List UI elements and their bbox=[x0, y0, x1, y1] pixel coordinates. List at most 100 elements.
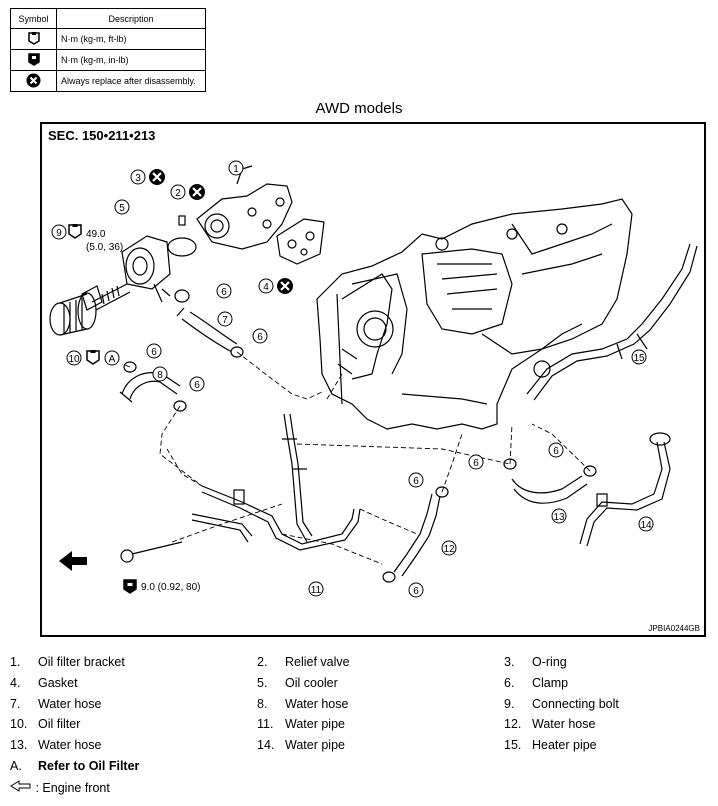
callout-9: 9 bbox=[51, 224, 67, 240]
svg-text:8: 8 bbox=[157, 370, 163, 381]
svg-text:3: 3 bbox=[135, 173, 141, 184]
callout-5: 5 bbox=[114, 199, 130, 215]
parts-list-item: 12.Water hose bbox=[504, 717, 596, 731]
parts-list-item: 4.Gasket bbox=[10, 676, 78, 690]
svg-text:10: 10 bbox=[68, 354, 80, 365]
callout-numbers: 1 2 3 4 5 6 6 6 6 6 6 6 6 7 8 9 10 11 12… bbox=[51, 160, 654, 598]
svg-text:4: 4 bbox=[263, 282, 269, 293]
oil-filter bbox=[49, 292, 97, 336]
parts-list-item: 5.Oil cooler bbox=[257, 676, 338, 690]
svg-text:6: 6 bbox=[194, 380, 200, 391]
callout-7: 7 bbox=[217, 311, 233, 327]
ref-a-mark: A bbox=[104, 350, 120, 366]
parts-list-item: 10.Oil filter bbox=[10, 717, 81, 731]
callout-6c: 6 bbox=[146, 343, 162, 359]
svg-text:14: 14 bbox=[640, 520, 652, 531]
engine-front-arrow-icon bbox=[10, 780, 31, 792]
water-hose-13 bbox=[511, 475, 588, 504]
svg-text:12: 12 bbox=[443, 544, 455, 555]
svg-text:6: 6 bbox=[473, 458, 479, 469]
parts-list-item: 15.Heater pipe bbox=[504, 738, 597, 752]
callout-12: 12 bbox=[441, 540, 457, 556]
symbol-legend-table: Symbol Description N·m (kg-m, ft-lb) N·m… bbox=[10, 8, 206, 92]
parts-list-item: 1.Oil filter bracket bbox=[10, 655, 125, 669]
connecting-bolt-torque-alt: (5.0, 36) bbox=[86, 242, 123, 253]
legend-desc-2: N·m (kg-m, in-lb) bbox=[56, 49, 206, 71]
diagram-title: AWD models bbox=[315, 100, 403, 117]
engine-front-arrow-icon bbox=[59, 551, 87, 571]
water-pipe-14 bbox=[579, 432, 671, 547]
legend-header-symbol: Symbol bbox=[10, 8, 57, 29]
legend-header-description: Description bbox=[56, 8, 206, 29]
legend-desc-3: Always replace after disassembly. bbox=[56, 70, 206, 92]
reference-link[interactable]: Refer to Oil Filter bbox=[38, 759, 140, 773]
dashed-leaders bbox=[121, 351, 591, 565]
always-replace-icon bbox=[187, 182, 207, 202]
torque-nm-kgm-ftlb-icon bbox=[10, 28, 57, 50]
parts-list-item: 11.Water pipe bbox=[257, 717, 345, 731]
callout-14: 14 bbox=[638, 516, 654, 532]
reference-note: A.Refer to Oil Filter bbox=[10, 759, 140, 773]
parts-list-item: 3.O-ring bbox=[504, 655, 567, 669]
connecting-bolt-torque: 49.0 bbox=[86, 229, 106, 240]
parts-list-item: 14.Water pipe bbox=[257, 738, 345, 752]
parts-list-item: 13.Water hose bbox=[10, 738, 102, 752]
oil-filter-bracket bbox=[196, 165, 293, 250]
callout-6h: 6 bbox=[408, 582, 424, 598]
parts-list-item: 6.Clamp bbox=[504, 676, 569, 690]
svg-text:A: A bbox=[109, 354, 116, 365]
torque-nm-kgm-inlb-icon bbox=[123, 579, 137, 594]
callout-15: 15 bbox=[631, 349, 647, 365]
section-label: SEC. 150•211•213 bbox=[48, 128, 155, 143]
torque-nm-kgm-inlb-icon bbox=[10, 49, 57, 71]
svg-text:6: 6 bbox=[221, 287, 227, 298]
callout-6a: 6 bbox=[216, 283, 232, 299]
callout-6f: 6 bbox=[548, 442, 564, 458]
engine-front-label: : Engine front bbox=[35, 781, 110, 795]
svg-text:2: 2 bbox=[175, 188, 181, 199]
svg-text:11: 11 bbox=[311, 585, 322, 596]
gasket bbox=[276, 218, 325, 265]
figure-id: JPBIA0244GB bbox=[648, 624, 700, 633]
callout-13: 13 bbox=[551, 508, 567, 524]
svg-text:6: 6 bbox=[413, 476, 419, 487]
always-replace-icon bbox=[10, 70, 57, 92]
torque-nm-kgm-ftlb-icon bbox=[68, 223, 82, 239]
svg-text:7: 7 bbox=[222, 315, 228, 326]
engine-block bbox=[316, 198, 633, 430]
svg-text:6: 6 bbox=[257, 332, 263, 343]
heater-pipe-15 bbox=[526, 243, 698, 401]
svg-text:6: 6 bbox=[553, 446, 559, 457]
connecting-bolt bbox=[81, 283, 131, 311]
svg-text:13: 13 bbox=[553, 512, 565, 523]
callout-6e: 6 bbox=[468, 454, 484, 470]
water-hose-12 bbox=[393, 493, 441, 577]
exploded-diagram: SEC. 150•211•213 bbox=[48, 128, 698, 598]
torque-nm-kgm-ftlb-icon bbox=[86, 349, 100, 365]
legend-desc-1: N·m (kg-m, ft-lb) bbox=[56, 28, 206, 50]
callout-6d: 6 bbox=[189, 376, 205, 392]
callout-3: 3 bbox=[130, 169, 146, 185]
water-pipe-bolt-torque: 9.0 (0.92, 80) bbox=[141, 582, 200, 593]
parts-list-item: 2.Relief valve bbox=[257, 655, 350, 669]
callout-11: 11 bbox=[308, 581, 324, 597]
svg-text:6: 6 bbox=[151, 347, 157, 358]
callout-1: 1 bbox=[228, 160, 244, 176]
callout-8: 8 bbox=[152, 366, 168, 382]
svg-text:1: 1 bbox=[233, 164, 239, 175]
callout-6b: 6 bbox=[252, 328, 268, 344]
always-replace-icon bbox=[147, 167, 167, 187]
svg-text:5: 5 bbox=[119, 203, 125, 214]
parts-list-item: 9.Connecting bolt bbox=[504, 697, 619, 711]
callout-10: 10 bbox=[66, 350, 82, 366]
exploded-diagram-frame: SEC. 150•211•213 bbox=[40, 122, 706, 637]
svg-text:6: 6 bbox=[413, 586, 419, 597]
svg-text:15: 15 bbox=[633, 353, 645, 364]
o-ring bbox=[167, 215, 197, 257]
callout-6g: 6 bbox=[408, 472, 424, 488]
svg-text:9: 9 bbox=[56, 228, 62, 239]
clamps bbox=[123, 289, 597, 583]
callout-4: 4 bbox=[258, 278, 274, 294]
parts-list-item: 7.Water hose bbox=[10, 697, 102, 711]
water-pipe-11 bbox=[120, 413, 361, 563]
